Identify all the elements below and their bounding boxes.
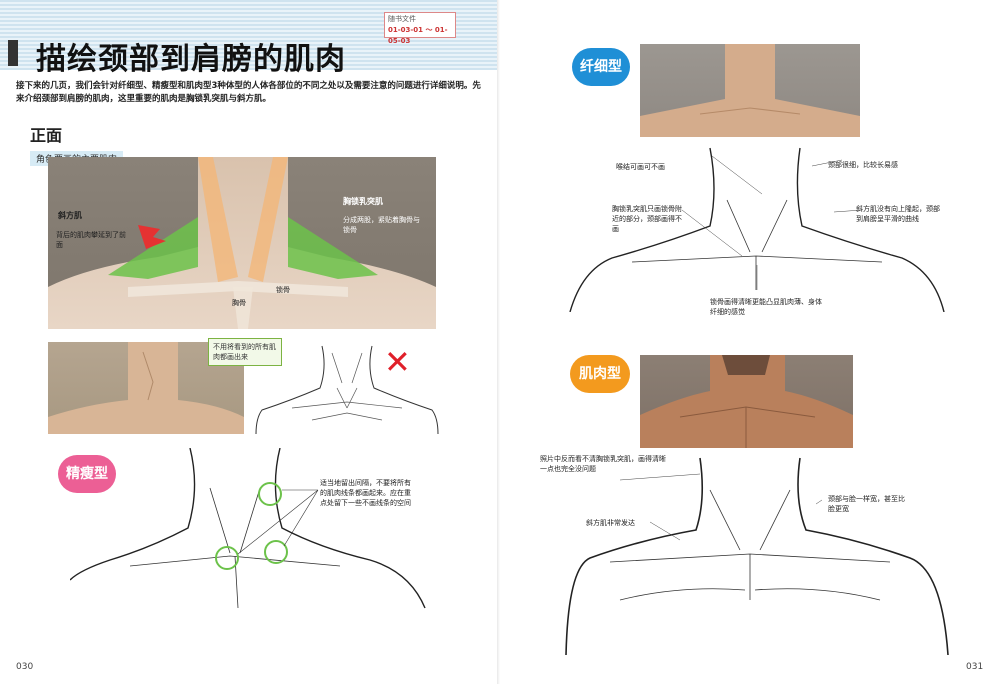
slim-note-trap: 斜方肌没有向上隆起，颈部到肩膀呈平滑的曲线 [856,205,940,223]
page-number-left: 030 [16,662,34,672]
anatomy-photo [48,157,436,329]
muscle-note-scm: 照片中反而看不清胸锁乳突肌，画得清晰一点也完全没问题 [540,455,666,473]
sternum-label: 胸骨 [232,299,246,307]
trapezius-label: 斜方肌 [58,211,82,220]
intro-text: 接下来的几页，我们会针对纤细型、精瘦型和肌肉型3种体型的人体各部位的不同之处以及… [16,81,481,104]
slim-note-clavicle: 锁骨画得清晰更能凸显肌肉薄、身体纤细的感觉 [710,298,822,316]
section-heading: 正面 [25,122,87,148]
slim-note-scm: 胸锁乳突肌只画锁骨附近的部分，颈部画得不画 [612,205,682,233]
slim-type-badge: 纤细型 [572,48,630,86]
muscle-photo-illustration [640,355,853,448]
anatomy-photo-illustration [48,157,436,329]
source-file-label: 随书文件 [388,15,416,23]
source-file-box: 随书文件 01-03-01 ～ 01-05-03 [384,12,456,45]
lean-note: 适当地留出间隔，不要将所有的肌肉线条都画起来。应在重点处留下一些不画线条的空间 [320,479,411,507]
muscle-sketch [565,457,949,655]
muscle-note-trap: 斜方肌非常发达 [586,519,635,527]
scm-label: 胸锁乳突肌 [343,197,383,206]
source-file-range: 01-03-01 ～ 01-05-03 [388,26,448,45]
page-number-right: 031 [966,662,984,672]
trapezius-desc: 背后的肌肉攀延到了前面 [56,231,126,249]
clavicle-label: 锁骨 [276,286,290,294]
wrong-sketch [255,345,439,434]
title-accent-bar [8,40,18,66]
wrong-mark: ✕ [384,343,411,381]
slim-note-adam: 喉结可画可不画 [616,163,665,171]
muscle-photo [640,355,853,448]
slim-note-neck: 颈部很细，比较长易感 [828,161,898,169]
lean-sketch [70,448,426,609]
slim-sketch [569,147,945,312]
left-page: 随书文件 01-03-01 ～ 01-05-03 描绘颈部到肩膀的肌肉 接下来的… [0,0,500,672]
muscle-type-badge: 肌肉型 [570,355,630,393]
page-title: 描绘颈部到肩膀的肌肉 [36,42,346,77]
muscle-note-neck: 颈部与脸一样宽，甚至比脸更宽 [828,495,905,513]
right-page: 纤细型 喉结可画可不画 颈部很细，比较长易感 胸锁乳突肌只画锁骨附近的部分，颈部… [500,0,1000,684]
neck-photo-small-illustration [48,342,244,434]
lean-type-badge: 精瘦型 [58,455,116,493]
wrong-callout: 不用将看到的所有肌肉都画出来 [208,338,282,366]
slim-photo-illustration [640,44,860,137]
scm-desc: 分成两股，紧贴着胸骨与锁骨 [343,216,420,234]
slim-photo [640,44,860,137]
